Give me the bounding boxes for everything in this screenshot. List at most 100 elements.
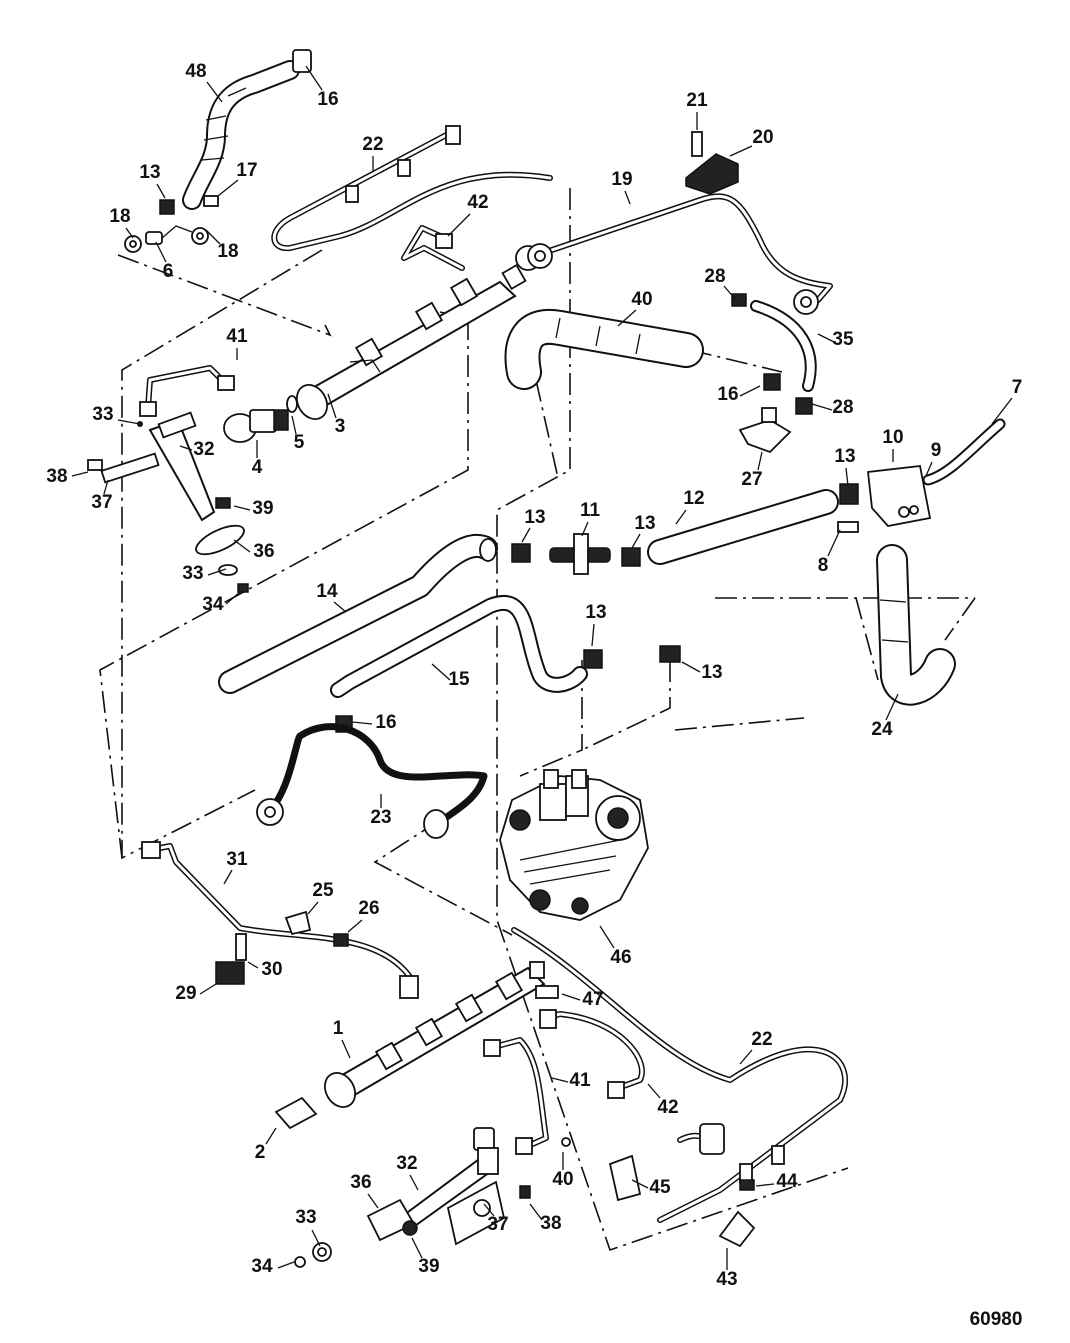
tee-fitting-27 [738, 419, 792, 454]
callout-c34b: 34 [251, 1256, 273, 1277]
callout-c2: 2 [255, 1142, 266, 1163]
leader-line-c44 [755, 1183, 775, 1187]
seal-34 [294, 1256, 306, 1268]
assembly-guide-lines [99, 188, 976, 1252]
fuel-line-31 [141, 841, 419, 999]
callout-c13c: 13 [524, 507, 545, 528]
leader-line-c17 [217, 179, 239, 197]
injector-32-lower [294, 1127, 571, 1268]
leader-line-c32a [179, 445, 193, 451]
callout-c11: 11 [580, 500, 601, 521]
callout-c28b: 28 [832, 397, 853, 418]
callout-c44: 44 [776, 1171, 798, 1192]
leader-line-c13c [521, 527, 531, 543]
figure-code: 60980 [970, 1309, 1023, 1330]
clamp-13 [621, 547, 641, 567]
leader-line-c12 [675, 509, 687, 525]
leader-line-c28b [811, 403, 833, 411]
leader-line-c35 [817, 333, 835, 343]
seal-34 [237, 583, 249, 593]
leader-line-c18a [125, 227, 134, 239]
callout-c8: 8 [818, 555, 829, 576]
bolt-8 [837, 521, 859, 533]
clamp-28 [731, 293, 747, 307]
callout-c37a: 37 [91, 492, 112, 513]
leader-line-c19 [624, 190, 631, 205]
leader-line-c28a [723, 285, 737, 301]
leader-line-c41b [551, 1077, 569, 1083]
callout-c22b: 22 [751, 1029, 772, 1050]
leader-line-c16a [305, 65, 323, 91]
leader-line-c42b [647, 1083, 661, 1099]
washer-39 [402, 1220, 418, 1236]
callout-c24: 24 [871, 719, 893, 740]
callout-c33a: 33 [92, 404, 113, 425]
callout-c46: 46 [610, 947, 631, 968]
fuel-line-42-lower [539, 1009, 645, 1099]
harness-connector [397, 159, 411, 177]
leader-line-c8 [827, 529, 841, 557]
callout-c13a: 13 [139, 162, 160, 183]
bracket-29 [215, 933, 247, 985]
o-ring-5 [286, 395, 298, 413]
leader-line-c26 [347, 919, 363, 933]
leader-line-c32b [409, 1174, 419, 1191]
seal-40 [561, 1137, 571, 1147]
leader-line-c11 [581, 521, 589, 537]
leader-line-c20 [729, 145, 753, 157]
leader-line-c42a [447, 213, 471, 237]
callout-c17: 17 [236, 160, 257, 181]
hose-24 [876, 544, 956, 706]
leader-line-c18b [205, 229, 221, 245]
leader-line-c39a [233, 505, 251, 511]
callout-c30: 30 [261, 959, 282, 980]
callout-c48: 48 [185, 61, 206, 82]
clamp-13 [659, 645, 681, 663]
harness-connector [445, 125, 461, 145]
callout-c36b: 36 [350, 1172, 371, 1193]
leader-line-c47 [561, 993, 581, 1001]
bracket-43 [718, 1179, 756, 1248]
clip-25 [284, 910, 312, 936]
leader-line-c29 [199, 983, 217, 995]
leader-line-c33c [311, 1229, 321, 1247]
callout-c16b: 16 [717, 384, 738, 405]
harness-22-top [271, 125, 553, 252]
leader-line-c34a [225, 591, 241, 605]
leader-line-c36b [367, 1193, 379, 1209]
callout-c13e: 13 [585, 602, 606, 623]
bolt-47 [535, 985, 559, 999]
leader-line-c33a [117, 419, 141, 425]
clamp-16 [763, 373, 781, 391]
clamp-37 [100, 452, 160, 484]
high-pressure-pump-46 [499, 769, 649, 921]
fuel-rail-3-upper [296, 245, 541, 420]
leader-line-c37b [483, 1203, 495, 1217]
callout-c12: 12 [683, 488, 704, 509]
bolt-38 [87, 459, 103, 471]
callout-c41b: 41 [569, 1070, 591, 1091]
washer-39 [215, 497, 231, 509]
callout-c13d: 13 [634, 513, 655, 534]
callout-c40b: 40 [552, 1169, 573, 1190]
callout-c15: 15 [448, 669, 470, 690]
leader-line-c6 [155, 241, 167, 263]
callout-c39a: 39 [252, 498, 273, 519]
callout-c6: 6 [163, 261, 174, 282]
clip-45 [608, 1154, 642, 1202]
bolt-44 [739, 1179, 755, 1191]
callout-c35: 35 [832, 329, 854, 350]
leader-line-c5 [291, 415, 297, 435]
callout-c26: 26 [358, 898, 379, 919]
callout-c32a: 32 [193, 439, 214, 460]
callout-c18a: 18 [109, 206, 130, 227]
callout-c14: 14 [316, 581, 338, 602]
leader-line-c24 [885, 693, 899, 721]
leader-line-c45 [631, 1179, 649, 1189]
leader-line-c15 [431, 663, 451, 681]
clamp-13 [583, 649, 603, 669]
fitting-11 [511, 533, 641, 575]
callout-c34a: 34 [202, 594, 224, 615]
pressure-sensor-4 [223, 395, 298, 443]
